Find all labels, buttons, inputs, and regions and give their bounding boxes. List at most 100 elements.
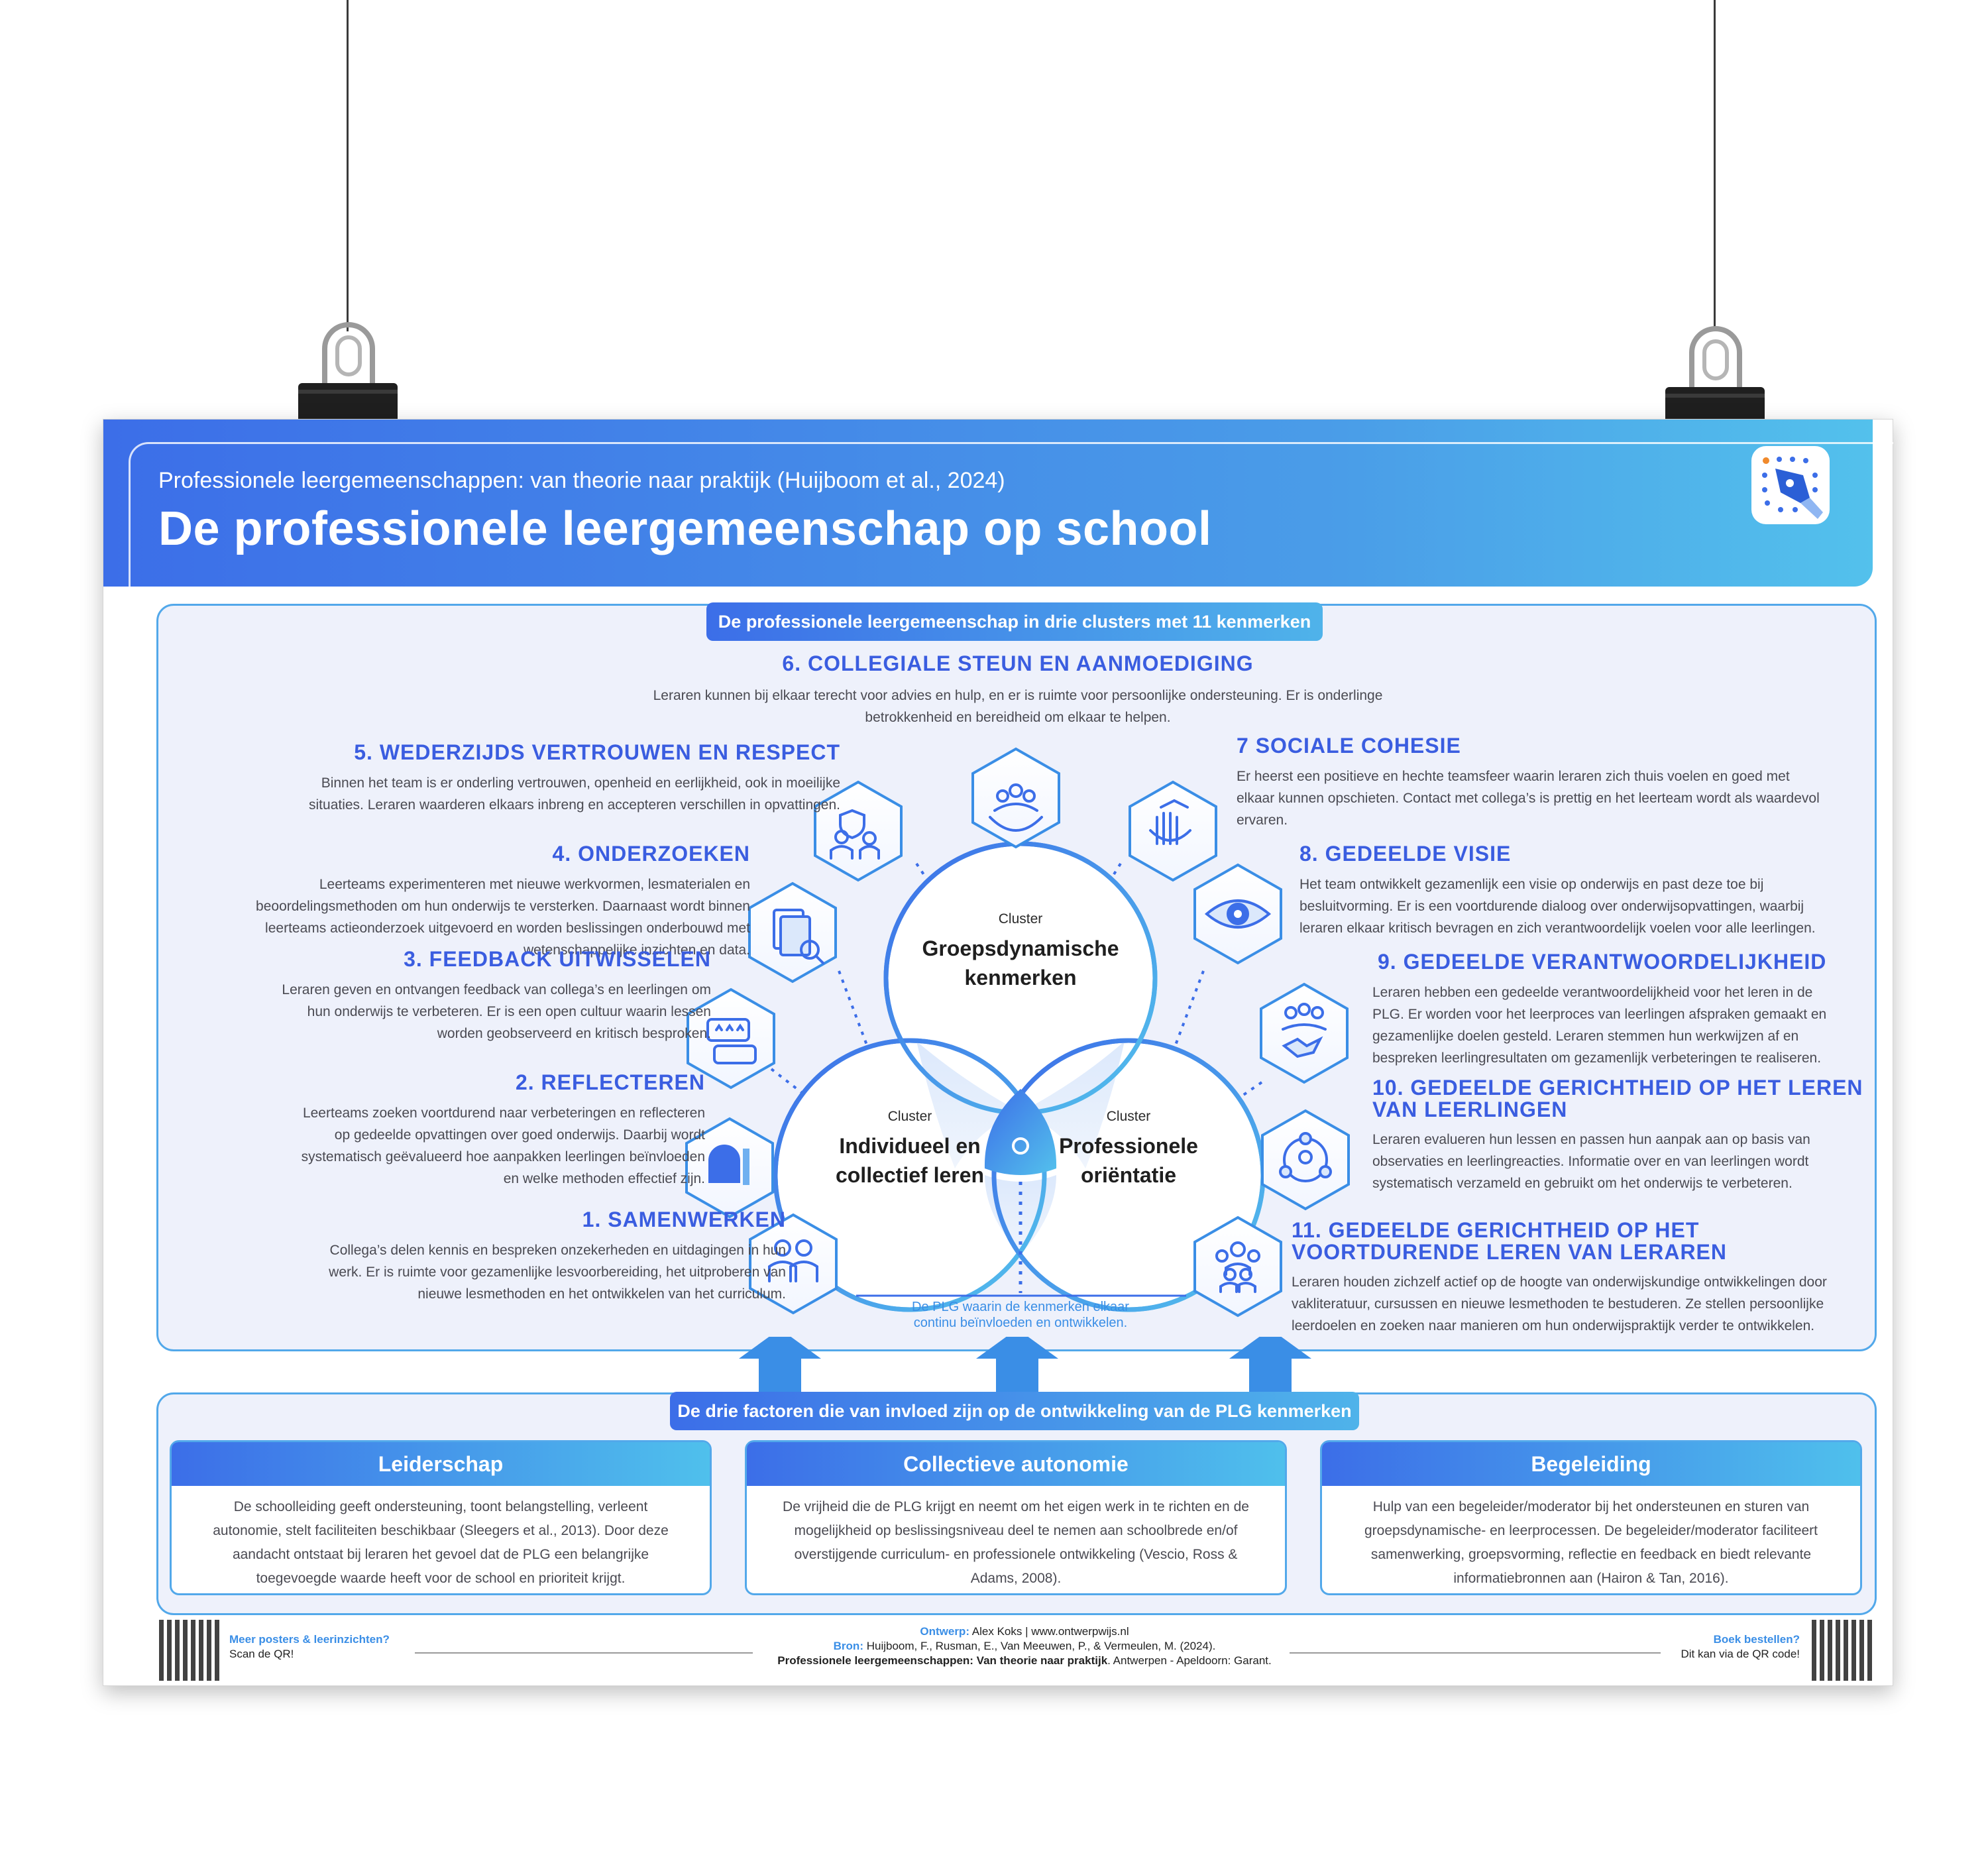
cluster-name-1b: kenmerken (964, 966, 1077, 989)
hexagon-7 (1129, 780, 1217, 882)
text-6-2: betrokkenheid en bereidheid om elkaar te… (865, 710, 1171, 725)
footer-design: Ontwerp: Alex Koks | www.ontwerpwijs.nl (766, 1624, 1283, 1639)
cluster-name-1a: Groepsdynamische (922, 936, 1119, 960)
cluster-name-2b: collectief leren (835, 1163, 985, 1187)
footer-design-text: Alex Koks | www.ontwerpwijs.nl (971, 1625, 1129, 1638)
footer-source: Bron: Huijboom, F., Rusman, E., Van Meeu… (700, 1639, 1349, 1654)
footer-right-answer: Dit kan via de QR code! (1681, 1648, 1800, 1660)
heading-11b: VOORTDURENDE LEREN VAN LERAREN (1292, 1240, 1727, 1264)
factor-text-1-line: aandacht ontstaat bij leraren het gevoel… (232, 1547, 649, 1562)
text-3-2: hun onderwijs te verbeteren. Er is een o… (307, 1004, 711, 1019)
heading-11a: 11. GEDEELDE GERICHTHEID OP HET (1292, 1218, 1700, 1242)
heading-1: 1. SAMENWERKEN (582, 1208, 786, 1231)
heading-9: 9. GEDEELDE VERANTWOORDELIJKHEID (1378, 950, 1827, 974)
center-caption-2: continu beïnvloeden en ontwikkelen. (913, 1316, 1128, 1330)
poster-title: De professionele leergemeenschap op scho… (158, 502, 1212, 555)
reflect-icon (708, 1145, 749, 1185)
text-10-2: observaties en leerlingreacties. Informa… (1372, 1154, 1809, 1169)
text-7-3: ervaren. (1237, 813, 1288, 828)
heading-2: 2. REFLECTEREN (515, 1070, 705, 1094)
cluster-venn-diagram (685, 747, 1350, 1318)
factor-text-1: De schoolleiding geeft ondersteuning, to… (192, 1495, 690, 1591)
text-2-4: en welke methoden effectief zijn. (503, 1171, 705, 1186)
handshake-icon (1282, 1003, 1327, 1058)
footer-left-answer: Scan de QR! (229, 1648, 294, 1660)
factor-title-2: Collectieve autonomie (747, 1442, 1285, 1486)
factor-card-autonomie: Collectieve autonomie De vrijheid die de… (745, 1440, 1287, 1595)
heading-3: 3. FEEDBACK UITWISSELEN (404, 947, 711, 971)
hexagon-9 (1260, 982, 1349, 1084)
text-1-2: werk. Er is ruimte voor gezamenlijke les… (329, 1265, 786, 1280)
clusters-pill: De professionele leergemeenschap in drie… (706, 602, 1323, 641)
hanging-wire-right (1714, 0, 1716, 331)
arrow-up-left (739, 1337, 821, 1395)
text-10-3: systematisch verzameld en gebruikt om he… (1372, 1176, 1793, 1191)
student-focus-icon (1279, 1132, 1332, 1182)
text-4-2: beoordelingsmethoden om hun onderwijs te… (256, 899, 750, 914)
factor-text-3: Hulp van een begeleider/moderator bij he… (1342, 1495, 1840, 1591)
poster: Professionele leergemeenschappen: van th… (103, 419, 1893, 1686)
footer-rule-right (1290, 1652, 1661, 1654)
pen-nib-icon (1762, 457, 1823, 519)
factor-card-leiderschap: Leiderschap De schoolleiding geeft onder… (170, 1440, 712, 1595)
text-11-1: Leraren houden zichzelf actief op de hoo… (1292, 1274, 1827, 1290)
footer-source-text: Huijboom, F., Rusman, E., Van Meeuwen, P… (866, 1640, 1216, 1652)
hanging-wire-left (347, 0, 349, 331)
footer-book-title: Professionele leergemeenschappen: Van th… (777, 1654, 1108, 1667)
text-8-3: leraren elkaar kritisch bevragen en zich… (1299, 921, 1816, 936)
footer-right-question: Boek bestellen? (1713, 1633, 1800, 1646)
heading-8: 8. GEDEELDE VISIE (1299, 842, 1512, 866)
feedback-icon (706, 1018, 757, 1064)
factor-text-3-line: informatiebronnen aan (Hairon & Tan, 201… (1453, 1571, 1729, 1586)
factor-text-2: De vrijheid die de PLG krijgt en neemt o… (767, 1495, 1265, 1591)
qr-code-left[interactable] (159, 1620, 220, 1681)
support-icon (989, 783, 1043, 832)
vision-icon (1204, 899, 1272, 929)
ontwerpwijs-logo (1751, 446, 1830, 524)
factor-text-3-line: samenwerking, groepsvorming, reflectie e… (1370, 1547, 1812, 1562)
text-5-2: situaties. Leraren waarderen elkaars inb… (309, 797, 840, 813)
factor-card-begeleiding: Begeleiding Hulp van een begeleider/mode… (1320, 1440, 1862, 1595)
text-2-3: systematisch geëvalueerd hoe aanpakken l… (301, 1149, 705, 1164)
hexagon-11 (1193, 1215, 1282, 1318)
text-5-1: Binnen het team is er onderling vertrouw… (321, 775, 840, 791)
poster-header (103, 420, 1873, 587)
trust-icon (830, 809, 880, 860)
teacher-learning-icon (1215, 1241, 1260, 1293)
text-7-2: elkaar kunnen opschieten. Contact met co… (1237, 791, 1820, 806)
factors-pill: De drie factoren die van invloed zijn op… (670, 1392, 1359, 1430)
qr-code-right[interactable] (1812, 1620, 1873, 1681)
text-9-4: bespreken leerlingresultaten om gezamenl… (1372, 1050, 1822, 1066)
factor-title-1: Leiderschap (172, 1442, 710, 1486)
footer-rule-left (415, 1652, 753, 1654)
factor-text-1-line: autonomie, stelt faciliteiten beschikbaa… (213, 1523, 669, 1538)
hexagon-10 (1261, 1109, 1350, 1211)
factor-text-3-line: Hulp van een begeleider/moderator bij he… (1372, 1499, 1810, 1514)
center-caption-1: De PLG waarin de kenmerken elkaar (912, 1300, 1129, 1314)
text-3-3: worden geobserveerd en kritisch besproke… (437, 1026, 711, 1041)
heading-7: 7 SOCIALE COHESIE (1237, 734, 1461, 758)
text-3-1: Leraren geven en ontvangen feedback van … (282, 982, 711, 997)
footer-left-question: Meer posters & leerinzichten? (229, 1633, 390, 1646)
text-8-2: besluitvorming. Er is een voortdurende d… (1299, 899, 1804, 914)
text-6-1: Leraren kunnen bij elkaar terecht voor a… (653, 688, 1383, 703)
factor-text-1-line: De schoolleiding geeft ondersteuning, to… (233, 1499, 648, 1514)
cluster-name-3a: Professionele (1059, 1134, 1198, 1158)
text-7-1: Er heerst een positieve en hechte teamsf… (1237, 769, 1790, 784)
heading-10b: VAN LEERLINGEN (1372, 1098, 1568, 1121)
factor-text-2-line: De vrijheid die de PLG krijgt en neemt o… (783, 1499, 1249, 1514)
factor-text-2-line: mogelijkheid op beslissingsniveau deel t… (794, 1523, 1238, 1538)
factor-text-2-line: overstijgende curriculum- en professione… (794, 1547, 1238, 1562)
cohesion-icon (1149, 799, 1191, 845)
text-9-3: gezamenlijke doelen gesteld. Leraren ste… (1372, 1029, 1799, 1044)
text-2-2: op gedeelde opvattingen over goed onderw… (334, 1127, 705, 1143)
research-icon (773, 909, 824, 964)
heading-10a: 10. GEDEELDE GERICHTHEID OP HET LEREN (1372, 1076, 1863, 1100)
arrow-up-right (1229, 1337, 1311, 1395)
cluster-label-2: Cluster (887, 1109, 932, 1124)
text-11-2: vakliteratuur, cursussen en nieuwe lesme… (1292, 1296, 1824, 1312)
arrow-up-center (976, 1337, 1058, 1395)
text-4-3: leerteams actieonderzoek uitgevoerd en w… (265, 921, 750, 936)
poster-subtitle: Professionele leergemeenschappen: van th… (158, 468, 1005, 493)
text-10-1: Leraren evalueren hun lessen en passen h… (1372, 1132, 1810, 1147)
